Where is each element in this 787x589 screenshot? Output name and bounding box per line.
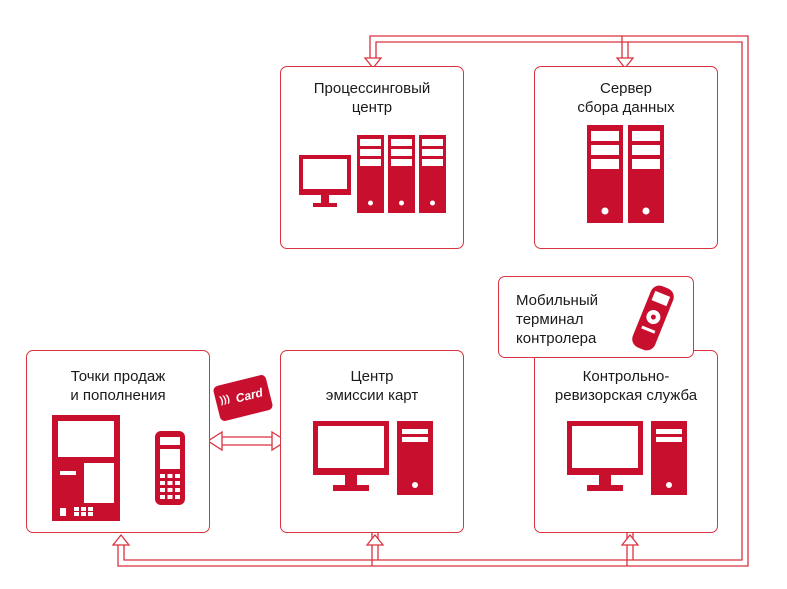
processing-center-box: Процессинговый центр [280, 66, 464, 249]
data-server-title-line2: сбора данных [577, 99, 675, 116]
control-service-title-line2: ревизорская служба [554, 387, 698, 404]
arrowhead-sales [111, 533, 131, 546]
card-emission-box: Центр эмиссии карт [280, 350, 464, 533]
mobile-terminal-title-line2: терминал [516, 311, 584, 328]
system-unit-icon [651, 421, 687, 495]
sales-points-title-line2: и пополнения [70, 387, 166, 404]
server-tower-icon-1 [587, 125, 623, 223]
sales-terminal-icon [52, 415, 185, 521]
arrowhead-left [206, 430, 223, 452]
arrowhead-server [615, 57, 635, 70]
mobile-terminal-box: Мобильный терминал контролера [498, 276, 694, 358]
data-server-icon [587, 125, 664, 223]
processing-center-title: Процессинговый центр [281, 79, 463, 117]
data-server-box: Сервер сбора данных [534, 66, 718, 249]
mobile-terminal-title: Мобильный терминал контролера [516, 291, 598, 348]
sales-points-title-line1: Точки продаж [70, 368, 166, 385]
mobile-terminal-icon [632, 285, 674, 351]
handheld-terminal-icon [155, 431, 185, 505]
card-emission-title-line2: эмиссии карт [325, 387, 419, 404]
server-tower-icon-2 [628, 125, 664, 223]
control-service-box: Контрольно- ревизорская служба [534, 350, 718, 533]
card-emission-title: Центр эмиссии карт [281, 367, 463, 405]
data-server-title-line1: Сервер [599, 80, 652, 97]
system-unit-icon [397, 421, 433, 495]
arrowhead-right [271, 430, 288, 452]
control-workstation-icon [567, 421, 687, 495]
top-loop-inner [123, 41, 743, 561]
control-service-title: Контрольно- ревизорская служба [535, 367, 717, 405]
sales-points-box: Точки продаж и пополнения [26, 350, 210, 533]
mobile-terminal-title-line3: контролера [516, 330, 597, 347]
processing-center-title-line2: центр [351, 99, 393, 116]
server-unit-icon-2 [388, 135, 415, 213]
processing-servers-icon [299, 135, 446, 213]
top-loop-outer [117, 35, 749, 567]
arrowhead-emission [365, 533, 385, 546]
server-unit-icon-3 [419, 135, 446, 213]
kiosk-icon [52, 415, 120, 521]
mobile-terminal-title-line1: Мобильный [516, 292, 598, 309]
server-unit-icon-1 [357, 135, 384, 213]
card-emission-title-line1: Центр [350, 368, 394, 385]
control-service-title-line1: Контрольно- [582, 368, 670, 385]
arrowhead-control [620, 533, 640, 546]
workstation-icon [313, 421, 433, 495]
arrowhead-processing [363, 57, 383, 70]
sales-points-title: Точки продаж и пополнения [27, 367, 209, 405]
processing-center-title-line1: Процессинговый [313, 80, 431, 97]
data-server-title: Сервер сбора данных [535, 79, 717, 117]
